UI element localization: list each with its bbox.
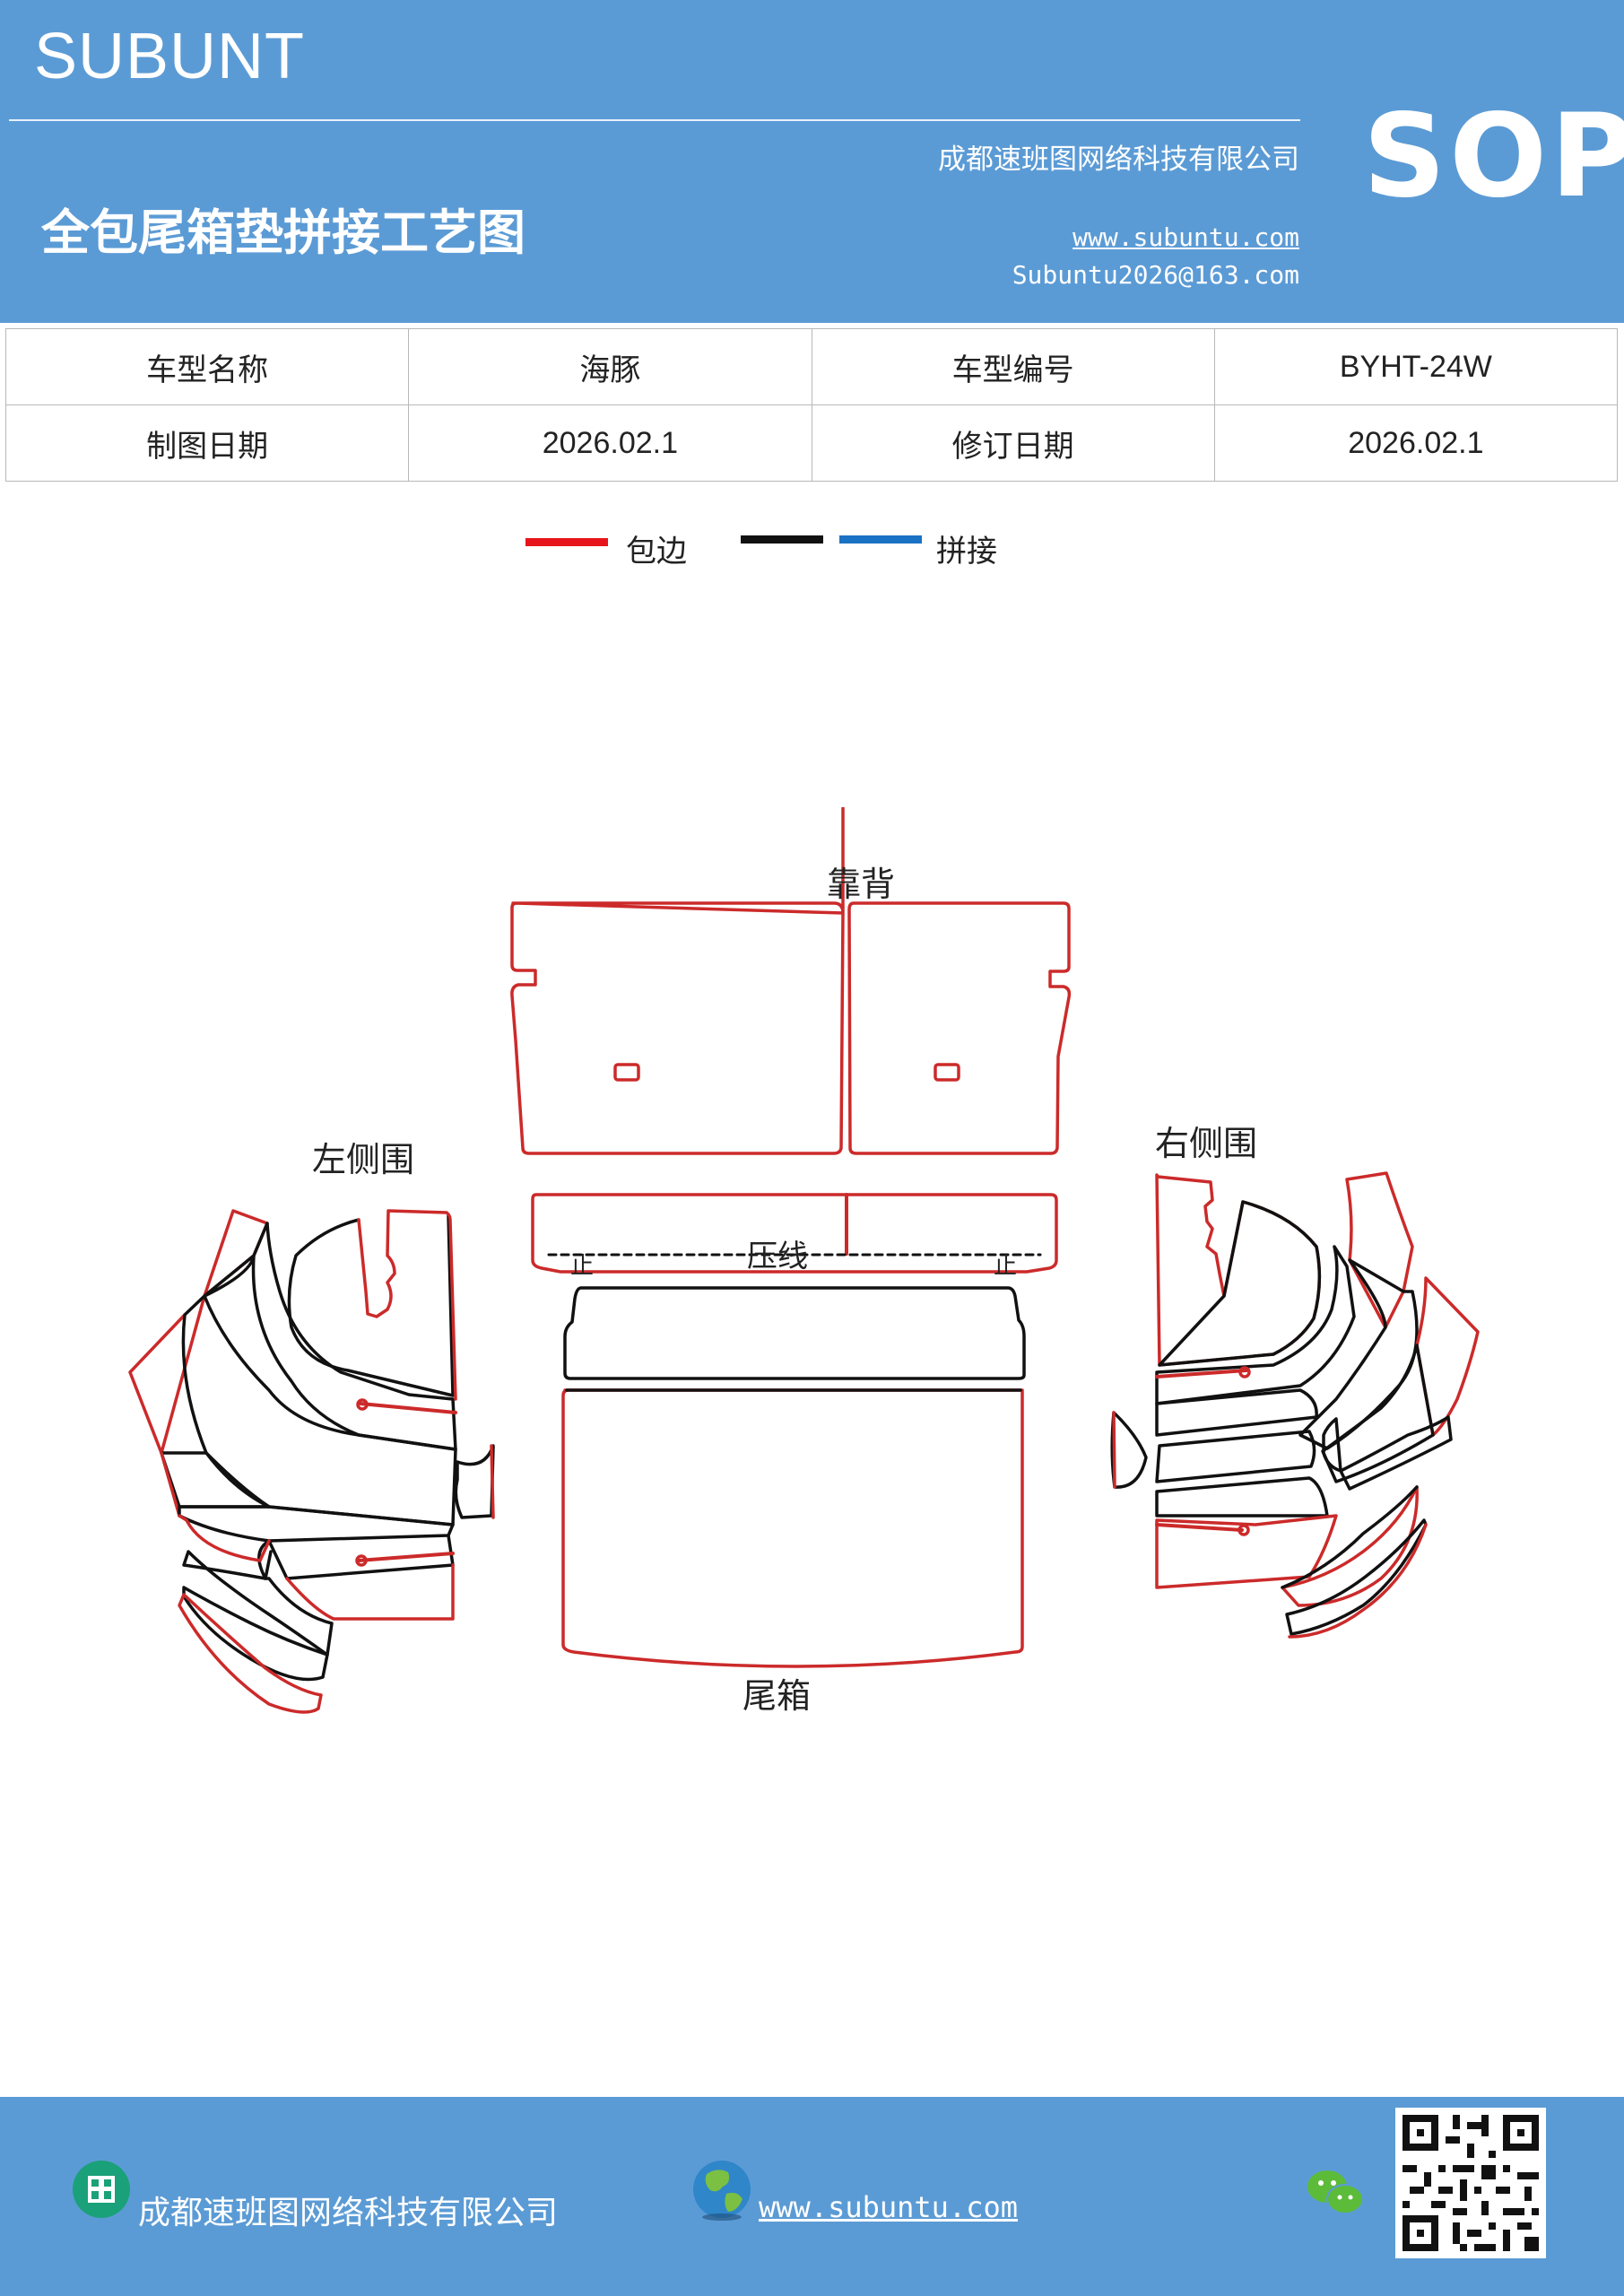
legend-swatch-edge [525,538,608,546]
vehicle-info-table: 车型名称 海豚 车型编号 BYHT-24W 制图日期 2026.02.1 修订日… [4,328,1619,482]
legend-label-seam: 拼接 [936,534,997,570]
page-title: 全包尾箱垫拼接工艺图 [41,204,525,261]
label-stop-left: 止 [570,1253,594,1280]
footer-company: 成都速班图网络科技有限公司 [138,2195,559,2231]
legend-label-edge: 包边 [626,534,687,570]
trunk-upper-strip [563,1286,1026,1380]
building-icon [73,2161,130,2218]
label-left-side: 左侧围 [312,1140,414,1179]
label-right-side: 右侧围 [1155,1124,1257,1163]
sop-badge: SOP [1363,90,1624,223]
table-cell: 2026.02.1 [1213,404,1619,482]
right-side-panels [1110,1171,1480,1639]
company-name: 成都速班图网络科技有限公司 [938,144,1299,176]
backrest-left-hole [613,1063,640,1082]
table-row: 制图日期 2026.02.1 修订日期 2026.02.1 [4,404,1619,482]
header-divider [9,119,1300,121]
legend-swatch-seam [839,535,922,544]
website-link[interactable]: www.subuntu.com [1073,222,1299,252]
header-banner: SUBUNT 成都速班图网络科技有限公司 全包尾箱垫拼接工艺图 www.subu… [0,0,1624,323]
backrest-right-panel [847,901,1072,1155]
legend-swatches [525,535,922,546]
backrest-right-hole [934,1063,960,1082]
table-cell: BYHT-24W [1213,328,1619,405]
table-cell: 2026.02.1 [408,404,812,482]
table-row: 车型名称 海豚 车型编号 BYHT-24W [4,328,1619,405]
label-trunk: 尾箱 [743,1676,811,1716]
email-address: Subuntu2026@163.com [1012,260,1299,290]
legend-swatch-black [741,535,823,544]
qr-code-graphic [1395,2108,1546,2258]
table-cell: 车型名称 [4,328,410,405]
table-cell: 修订日期 [811,404,1215,482]
table-cell: 制图日期 [4,404,410,482]
splice-diagram: 靠背 左侧围 右侧围 压线 止 止 尾箱 [128,807,1480,1716]
brand-name: SUBUNT [34,21,306,92]
footer-website-link[interactable]: www.subuntu.com [759,2190,1018,2224]
left-side-panels [128,1209,495,1714]
trunk-main-panel [561,1388,1024,1668]
wechat-icon[interactable] [1306,2167,1365,2219]
globe-icon [693,2161,751,2221]
pressline-strip [531,1193,1058,1274]
table-cell: 车型编号 [811,328,1215,405]
backrest-left-panel [510,807,845,1155]
label-press-line: 压线 [747,1239,808,1274]
table-cell: 海豚 [408,328,812,405]
label-backrest: 靠背 [827,865,895,904]
label-stop-right: 止 [994,1253,1017,1280]
footer-bar: 成都速班图网络科技有限公司 www.subuntu.com [0,2097,1624,2296]
qr-code[interactable] [1395,2108,1546,2258]
